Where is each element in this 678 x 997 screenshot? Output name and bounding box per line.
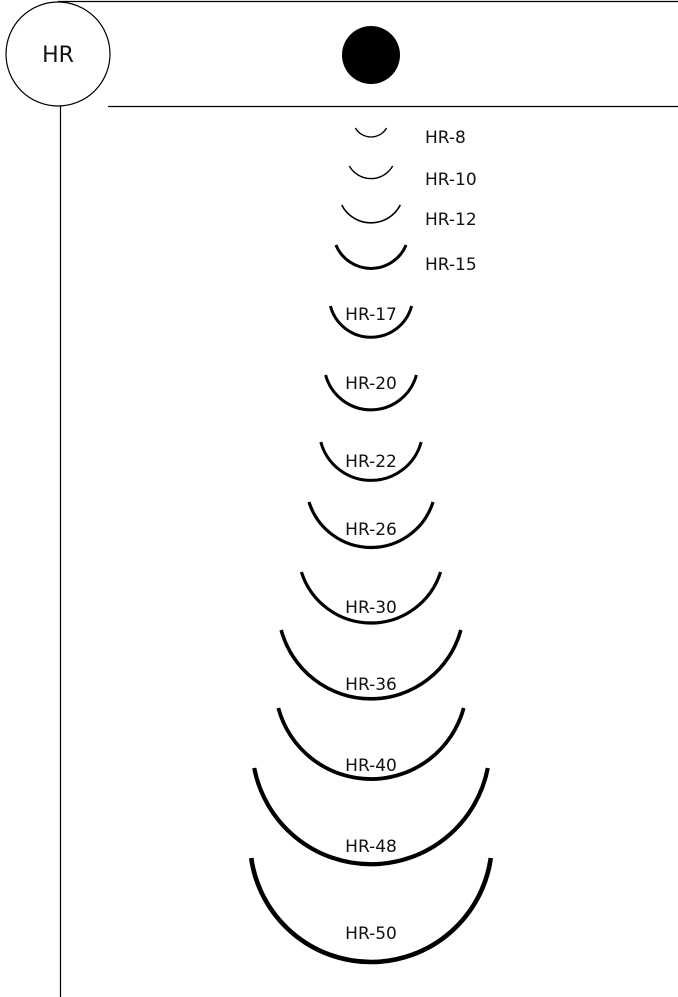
needle-hr-50-label: HR-50 bbox=[345, 924, 397, 944]
needle-hr-15-arc bbox=[334, 244, 408, 270]
needle-list: HR-8HR-10HR-12HR-15HR-17HR-20HR-22HR-26H… bbox=[248, 127, 494, 965]
needle-hr-12-label: HR-12 bbox=[425, 210, 477, 230]
needle-hr-17-label: HR-17 bbox=[345, 305, 397, 325]
needle-hr-48-arc bbox=[252, 767, 490, 867]
series-badge-label: HR bbox=[42, 43, 74, 68]
needle-hr-8-label: HR-8 bbox=[425, 128, 466, 148]
needle-hr-20-arc bbox=[324, 374, 418, 412]
needle-hr-36-label: HR-36 bbox=[345, 675, 397, 695]
needle-hr-30-label: HR-30 bbox=[345, 598, 397, 618]
needle-hr-12-arc bbox=[340, 204, 402, 224]
needle-hr-40-label: HR-40 bbox=[345, 756, 397, 776]
needle-hr-36-arc bbox=[279, 629, 463, 701]
needle-hr-8-arc bbox=[354, 127, 388, 138]
needle-hr-17-arc bbox=[328, 305, 414, 339]
needle-hr-30-arc bbox=[299, 571, 443, 625]
needle-hr-48-label: HR-48 bbox=[345, 837, 397, 857]
needle-hr-26-label: HR-26 bbox=[345, 520, 397, 540]
needle-hr-22-label: HR-22 bbox=[345, 452, 397, 472]
needle-hr-10-label: HR-10 bbox=[425, 170, 477, 190]
needle-hr-20-label: HR-20 bbox=[345, 374, 397, 394]
series-badge-circle bbox=[5, 1, 111, 107]
needle-hr-15-label: HR-15 bbox=[425, 255, 477, 275]
needle-hr-10-arc bbox=[348, 165, 394, 180]
round-body-icon bbox=[342, 26, 400, 84]
needle-hr-26-arc bbox=[307, 501, 435, 549]
needle-hr-22-arc bbox=[319, 441, 423, 482]
needle-hr-50-arc bbox=[248, 857, 494, 965]
needle-hr-40-arc bbox=[276, 707, 466, 781]
